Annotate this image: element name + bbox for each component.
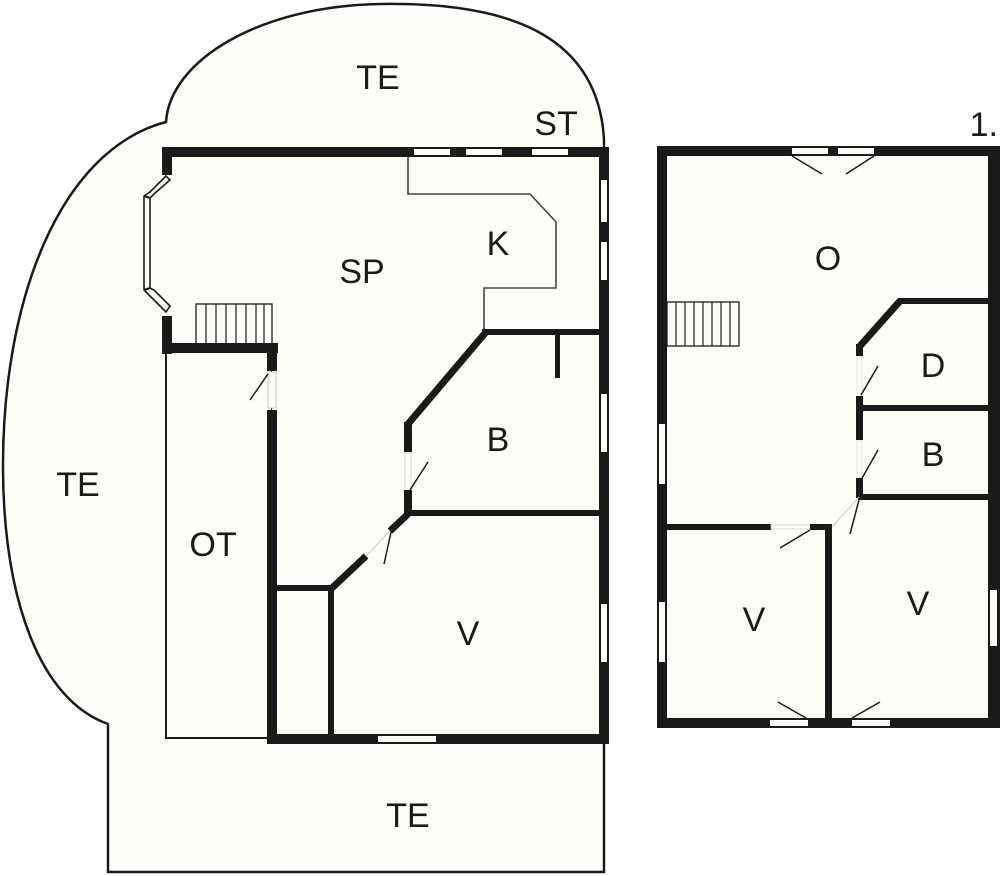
door-swing: [860, 365, 879, 396]
wall-interior-left: [249, 343, 277, 744]
wall-right-ground: [599, 147, 609, 744]
bottom-doors: [770, 701, 890, 726]
covered-terrace-outline: [165, 351, 273, 739]
kitchen-counter: [407, 152, 557, 334]
wall-diagonal-hall: [329, 511, 411, 591]
stairs-ground: [195, 303, 273, 345]
wall-stair-base: [162, 343, 278, 353]
bay-window: [143, 147, 172, 354]
window: [659, 424, 665, 484]
dressing-bath-walls: [856, 298, 990, 500]
door-swing: [860, 449, 879, 481]
window: [990, 590, 997, 646]
door-swing: [383, 527, 393, 565]
door-swing: [779, 529, 811, 549]
door-swing: [849, 499, 860, 535]
door-swing: [249, 373, 269, 401]
balcony-door: [791, 148, 875, 175]
ground-floor-house: [143, 147, 609, 744]
bathroom-walls: [404, 329, 604, 516]
wall-top-ground: [162, 147, 608, 157]
bedroom-walls: [667, 496, 860, 720]
floor-number-label: 1.: [969, 106, 998, 144]
closet-walls: [272, 585, 334, 740]
wall-bottom-ground: [267, 734, 609, 744]
upper-floor-house: [657, 146, 1000, 728]
window: [659, 602, 665, 662]
stairs-upper: [666, 301, 740, 347]
door-swing: [409, 461, 429, 491]
